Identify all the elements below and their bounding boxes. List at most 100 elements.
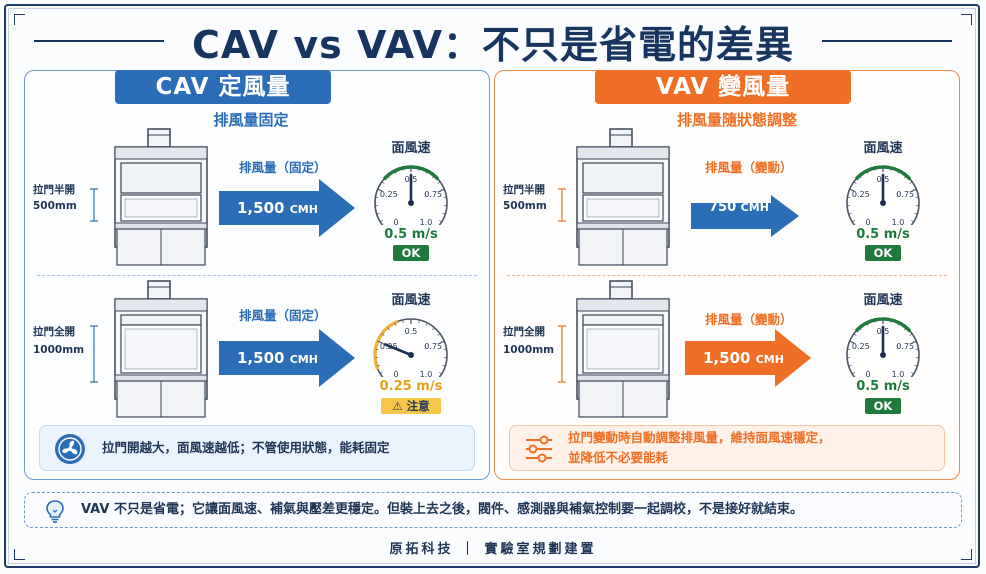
gauge-tick	[852, 219, 856, 223]
door-state-label: 拉門半開	[503, 184, 545, 196]
gauge-tick	[438, 371, 442, 375]
flow-label: 排風量（固定）	[239, 160, 327, 175]
gauge-speed: 0.25 m/s	[379, 379, 443, 394]
vav-callout: 拉門變動時自動調整排風量，維持面風速穩定， 並降低不必要能耗	[509, 425, 945, 471]
gauge-tick-label: 0	[865, 370, 870, 377]
gauge-tick-label: 0.75	[896, 342, 914, 351]
gauge-tick	[438, 219, 442, 223]
gauge-tick	[904, 327, 907, 331]
gauge-tick-label: 0.75	[424, 342, 442, 351]
gauge-tick-label: 0	[393, 218, 398, 225]
gauge-speed: 0.5 m/s	[384, 227, 438, 242]
vav-callout-line1: 拉門變動時自動調整排風量，維持面風速穩定，	[568, 430, 831, 445]
door-state-label: 拉門全開	[33, 326, 75, 338]
gauge-tick	[914, 212, 918, 215]
gauge-tick	[418, 319, 420, 323]
gauge-speed: 0.5 m/s	[856, 379, 910, 394]
footer: 原拓科技 ｜ 實驗室規劃建置	[389, 542, 597, 557]
dimension-marker	[90, 325, 98, 383]
bottom-note: VAV 不只是省電；它讓面風速、補氣與壓差更穩定。但裝上去之後，閥件、感測器與補…	[24, 492, 962, 528]
vav-panel: VAV 變風量 排風量隨狀態調整 拉門半開 500mm 排風量（變動） 750 …	[494, 70, 960, 480]
gauge-tick	[909, 333, 913, 336]
outer-frame	[4, 4, 980, 568]
gauge-highlight-arc	[373, 319, 399, 370]
gauge-tick	[439, 188, 445, 192]
gauge-tick	[849, 340, 855, 344]
flow-value-text: 750 CMH	[709, 200, 769, 215]
vav-header: VAV 變風量	[595, 70, 851, 104]
gauge-tick-label: 0	[393, 370, 398, 377]
gauge-tick	[848, 364, 852, 367]
gauge-tick-label: 1.0	[420, 370, 433, 377]
airflow-arrow	[691, 195, 799, 237]
title-rule-left	[34, 40, 164, 42]
door-state-label: 拉門全開	[503, 326, 545, 338]
dimension-marker	[558, 325, 566, 383]
gauge-tick	[866, 322, 869, 326]
gauge-tick	[911, 188, 917, 192]
inner-frame	[8, 8, 976, 564]
gauge-tick	[425, 170, 428, 174]
gauge-tick-label: 0.25	[380, 190, 398, 199]
fan-icon	[55, 434, 85, 464]
gauge-tick	[914, 364, 918, 367]
gauge-tick	[380, 219, 384, 223]
gauge-tick	[890, 167, 892, 171]
gauge-tick	[394, 322, 397, 326]
gauge-tick-label: 1.0	[892, 370, 905, 377]
gauge-tick-label: 1.0	[420, 218, 433, 225]
gauge-tick	[904, 175, 907, 179]
gauge-needle	[383, 342, 413, 357]
airflow-arrow	[685, 329, 811, 387]
dimension-marker	[90, 188, 98, 222]
vav-subtitle: 排風量隨狀態調整	[676, 111, 797, 129]
gauge-tick	[890, 319, 892, 323]
gauge-tick	[437, 333, 441, 336]
gauge-tick	[381, 333, 385, 336]
gauge-tick	[910, 219, 914, 223]
title-rule-right	[822, 40, 952, 42]
frame-corner	[961, 549, 972, 560]
gauge-tick	[425, 322, 428, 326]
bottom-note-text: VAV 不只是省電；它讓面風速、補氣與壓差更穩定。但裝上去之後，閥件、感測器與補…	[81, 502, 803, 517]
door-size-label: 500mm	[33, 200, 77, 212]
gauge-tick	[442, 364, 446, 367]
gauge-title: 面風速	[863, 141, 903, 156]
gauge-tick	[418, 167, 420, 171]
gauge-tick	[439, 340, 445, 344]
gauge-tick	[853, 333, 857, 336]
gauge-title: 面風速	[391, 141, 431, 156]
gauge-face	[373, 317, 449, 377]
gauge-tick	[909, 181, 913, 184]
gauge-tick	[376, 364, 380, 367]
gauge-tick-label: 0.25	[852, 190, 870, 199]
flow-value-text: 1,500 CMH	[703, 349, 784, 367]
gauge-tick	[387, 327, 390, 331]
gauge-tick-label: 0	[865, 218, 870, 225]
gauge-tick	[377, 340, 383, 344]
flow-label: 排風量（變動）	[705, 312, 793, 327]
status-badge: OK	[865, 398, 901, 414]
vav-callout-line2: 並降低不必要能耗	[568, 450, 669, 465]
gauge-pivot	[408, 200, 414, 206]
fume-hood-full-open	[114, 280, 208, 418]
lightbulb-icon	[46, 500, 64, 523]
airflow-arrow	[219, 329, 355, 387]
cav-callout: 拉門開越大，面風速越低；不管使用狀態，能耗固定	[39, 425, 475, 471]
gauge-title: 面風速	[391, 293, 431, 308]
cav-header: CAV 定風量	[115, 70, 331, 104]
gauge-tick	[377, 188, 383, 192]
gauge-tick	[874, 167, 876, 171]
gauge-tick	[853, 181, 857, 184]
gauge-tick	[432, 327, 435, 331]
gauge-tick	[852, 371, 856, 375]
gauge-tick-label: 0.75	[424, 190, 442, 199]
gauge-tick-label: 1.0	[892, 218, 905, 225]
door-state-label: 拉門半開	[33, 184, 75, 196]
gauge-tick	[381, 181, 385, 184]
gauge-tick	[911, 340, 917, 344]
